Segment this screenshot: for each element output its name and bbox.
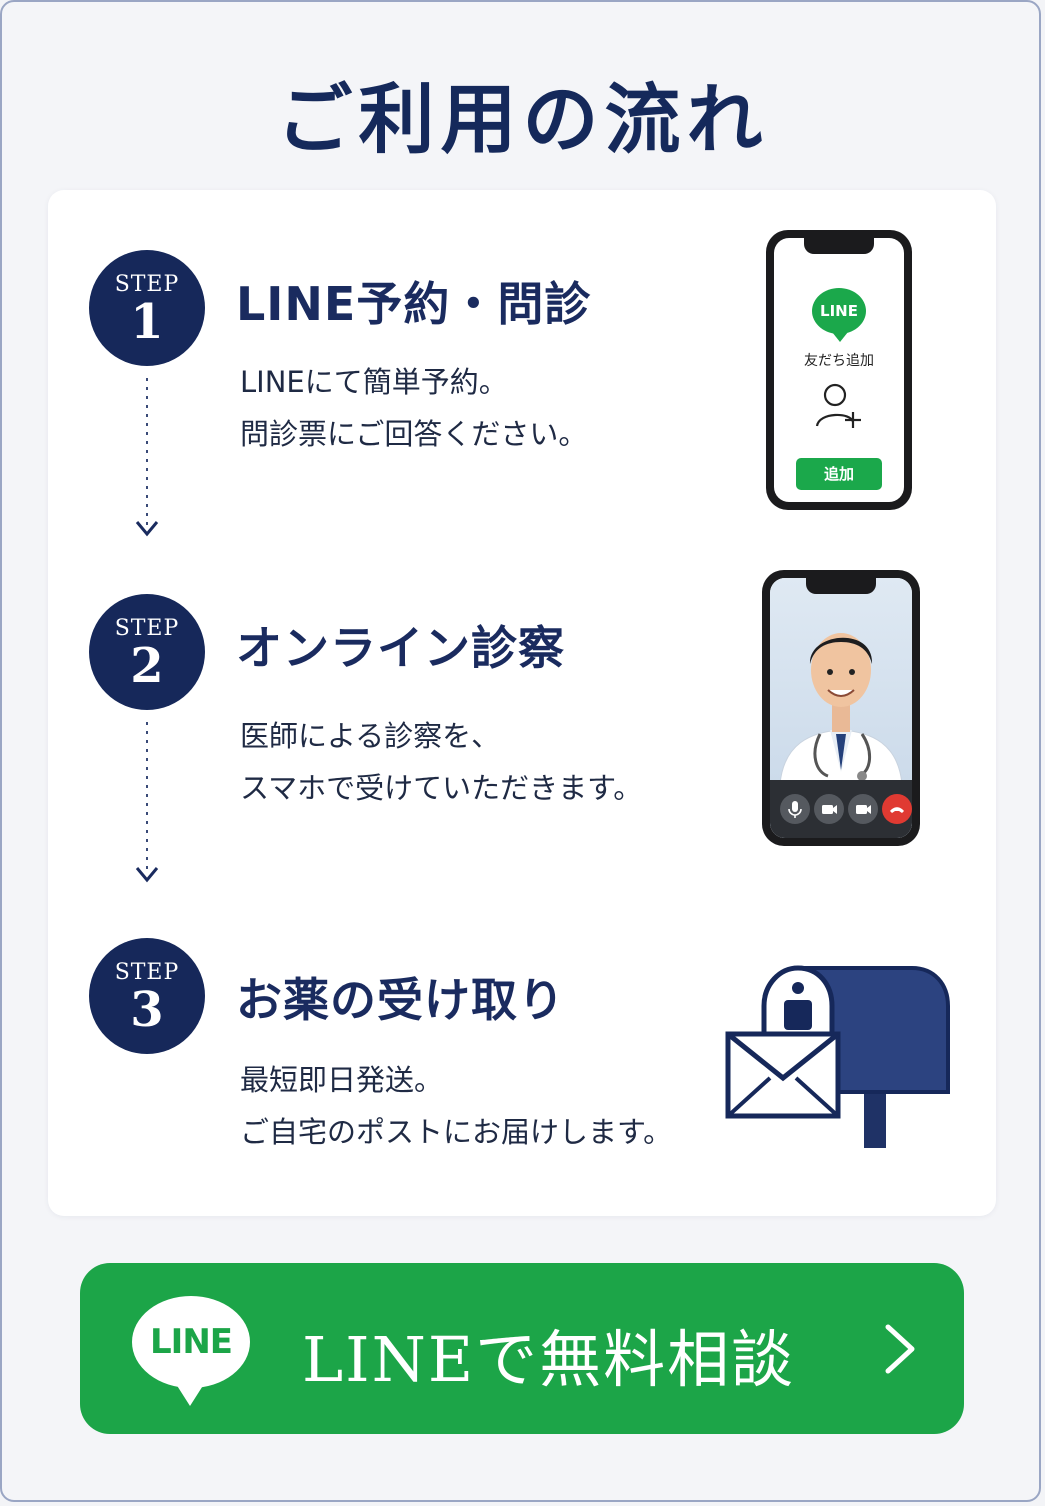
step-2-word: STEP (114, 616, 180, 641)
phone-line-mockup: LINE 友だち追加 追加 (766, 230, 912, 510)
step-1-word: STEP (114, 272, 180, 297)
step-1-desc-line1: LINEにて簡単予約。 (240, 365, 508, 399)
step-3-desc-line1: 最短即日発送。 (240, 1063, 444, 1097)
step-2-title: オンライン診察 (236, 621, 565, 675)
page-title: ご利用の流れ (276, 75, 769, 164)
step-3-badge: STEP 3 (89, 938, 205, 1054)
camera-icon[interactable] (814, 794, 844, 824)
step-3-desc-line2: ご自宅のポストにお届けします。 (240, 1115, 673, 1149)
step-2-badge: STEP 2 (89, 594, 205, 710)
end-call-icon[interactable] (882, 794, 912, 824)
step-2-desc-line2: スマホで受けていただきます。 (240, 771, 643, 805)
add-friend-button[interactable]: 追加 (796, 458, 882, 490)
step-1-connector-arrow (135, 378, 159, 537)
doctor-avatar (779, 633, 903, 784)
flow-card: STEP 1 LINE予約・問診 LINEにて簡単予約。 問診票にご回答ください… (48, 190, 996, 1216)
cta-logo-text: LINE (150, 1322, 233, 1362)
step-1-title: LINE予約・問診 (236, 277, 592, 331)
mailbox-envelope-illustration (725, 965, 950, 1148)
phone-video-call-mockup (762, 570, 920, 846)
video-icon[interactable] (848, 794, 878, 824)
step-2-connector-arrow (135, 722, 159, 883)
friend-add-label: 友だち追加 (804, 353, 874, 369)
step-3-title: お薬の受け取り (236, 973, 565, 1027)
video-call-screen (770, 578, 912, 838)
line-logo-icon: LINE (132, 1296, 250, 1406)
add-friend-icon (815, 383, 861, 428)
step-3-number: 3 (130, 982, 164, 1038)
call-control-bar (770, 780, 912, 838)
phone-line-screen: LINE 友だち追加 追加 (774, 238, 904, 502)
line-logo-icon: LINE (812, 288, 866, 342)
microphone-icon[interactable] (780, 794, 810, 824)
step-1-number: 1 (130, 294, 164, 350)
phone-notch (806, 578, 876, 594)
step-2-desc-line1: 医師による診察を、 (240, 719, 501, 753)
step-3-word: STEP (114, 960, 180, 985)
chevron-right-icon (885, 1324, 915, 1374)
step-2-number: 2 (130, 638, 164, 694)
cta-label: LINEで無料相談 (302, 1323, 796, 1396)
line-consult-button[interactable]: LINE LINEで無料相談 (80, 1263, 964, 1434)
step-1-desc-line2: 問診票にご回答ください。 (240, 417, 588, 451)
phone-notch (804, 238, 874, 254)
step-1-badge: STEP 1 (89, 250, 205, 366)
